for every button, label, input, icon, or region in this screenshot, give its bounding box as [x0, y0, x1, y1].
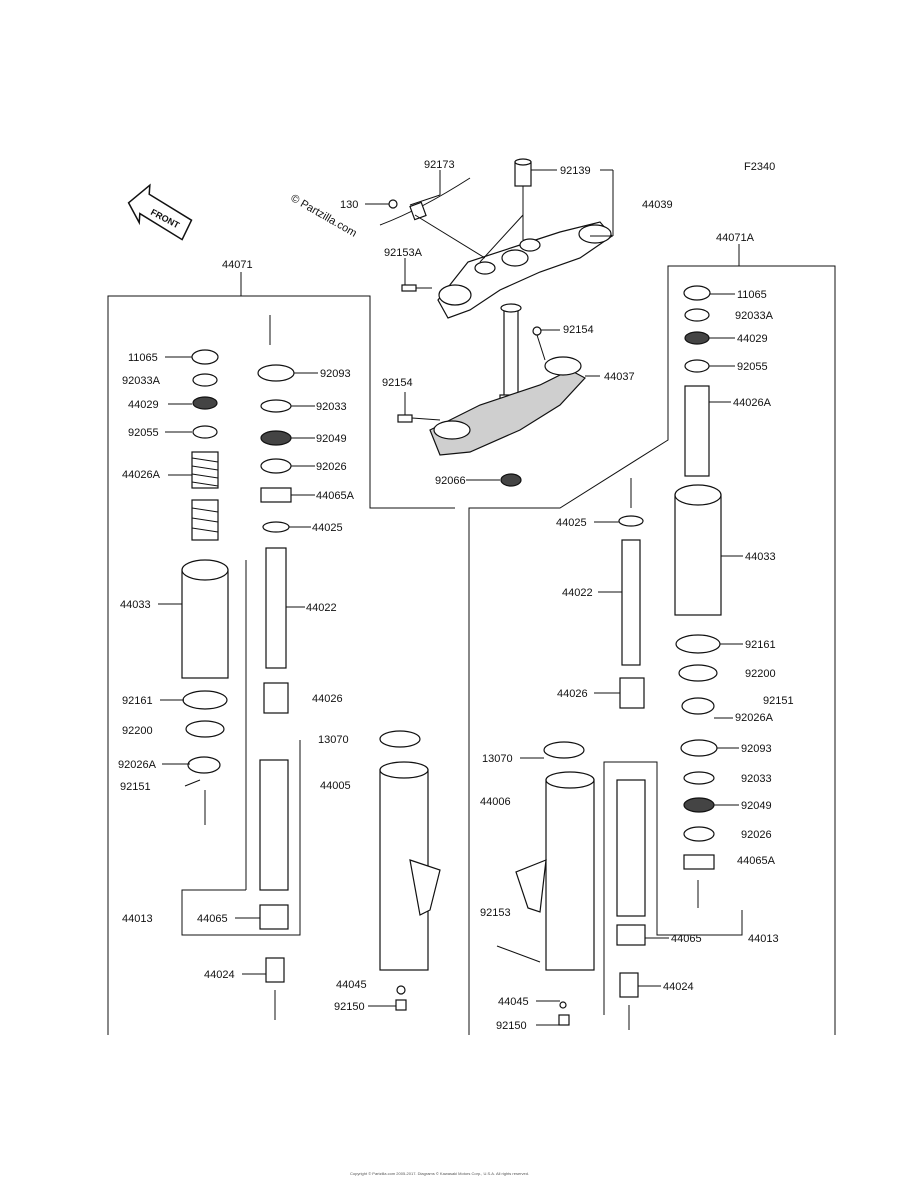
part-label: 44029: [128, 399, 159, 411]
part-label: 44013: [748, 933, 779, 945]
part-label: 92151: [763, 695, 794, 707]
part-label: 44045: [336, 979, 367, 991]
part-label: 92033A: [735, 310, 774, 322]
part-label: 92033: [741, 773, 772, 785]
part-label: 92055: [737, 361, 768, 373]
part-label: 92026: [741, 829, 772, 841]
part-label: 44071: [222, 259, 253, 271]
rod-44022-left: [265, 547, 287, 669]
part-label: 44045: [498, 996, 529, 1008]
part-label: 44022: [562, 587, 593, 599]
part-label: 92153: [480, 907, 511, 919]
part-label: 44033: [120, 599, 151, 611]
part-label: 130: [340, 199, 358, 211]
part-label: 44024: [663, 981, 694, 993]
part-label: 92154: [563, 324, 594, 336]
cartridge-44013-left: [259, 759, 289, 891]
part-label: 44024: [204, 969, 235, 981]
part-label: 44037: [604, 371, 635, 383]
outer-tube-44005: [379, 730, 441, 1011]
part-label: 44025: [556, 517, 587, 529]
part-label: 92153A: [384, 247, 423, 259]
cap-nut-92139: [514, 158, 532, 187]
part-label: 44026A: [122, 469, 161, 481]
part-label: 44065: [671, 933, 702, 945]
part-label: 44026: [557, 688, 588, 700]
outer-tube-44006: [515, 771, 595, 971]
part-label: 13070: [482, 753, 513, 765]
part-label: 44022: [306, 602, 337, 614]
rod-44022-right: [621, 539, 641, 666]
lower-bracket: [429, 356, 586, 456]
part-label: 92139: [560, 165, 591, 177]
part-label: 92173: [424, 159, 455, 171]
part-label: 13070: [318, 734, 349, 746]
part-label: 44026A: [733, 397, 772, 409]
part-label: 92093: [741, 743, 772, 755]
part-label: 92150: [496, 1020, 527, 1032]
part-label: 92026A: [735, 712, 774, 724]
part-label: 44026: [312, 693, 343, 705]
spring-44026a-right: [684, 385, 710, 477]
diagram-code: F2340: [744, 161, 775, 173]
tube-44033-right: [674, 494, 722, 616]
part-label: 92200: [122, 725, 153, 737]
part-label: 44029: [737, 333, 768, 345]
part-label: 44065A: [737, 855, 776, 867]
part-label: 92066: [435, 475, 466, 487]
part-label: 11065: [737, 289, 767, 301]
part-label: 11065: [128, 352, 158, 364]
part-label: 92161: [122, 695, 153, 707]
part-label: 92033A: [122, 375, 161, 387]
part-label: 44005: [320, 780, 351, 792]
part-label: 44039: [642, 199, 673, 211]
part-label: 92093: [320, 368, 351, 380]
part-label: 92026A: [118, 759, 157, 771]
part-label: 44025: [312, 522, 343, 534]
upper-bracket: [437, 221, 613, 319]
part-label: 92049: [316, 433, 347, 445]
part-label: 92154: [382, 377, 413, 389]
part-label: 92033: [316, 401, 347, 413]
part-label: 44033: [745, 551, 776, 563]
part-label: 92055: [128, 427, 159, 439]
cartridge-44013-right: [616, 779, 646, 917]
front-arrow-icon: FRONT: [127, 183, 193, 241]
tube-44033-left: [181, 569, 229, 679]
part-label: 92151: [120, 781, 151, 793]
part-label: 44065: [197, 913, 228, 925]
part-label: 44065A: [316, 490, 355, 502]
part-label: 44006: [480, 796, 511, 808]
spring-44026a-left: [191, 451, 219, 541]
part-label: 44071A: [716, 232, 755, 244]
part-label: 92200: [745, 668, 776, 680]
part-label: 92026: [316, 461, 347, 473]
part-label: 92161: [745, 639, 776, 651]
part-label: 92150: [334, 1001, 365, 1013]
part-label: 92049: [741, 800, 772, 812]
part-label: 44013: [122, 913, 153, 925]
copyright-text: Copyright © Partzilla.com 2005-2017. Dia…: [350, 1171, 529, 1176]
